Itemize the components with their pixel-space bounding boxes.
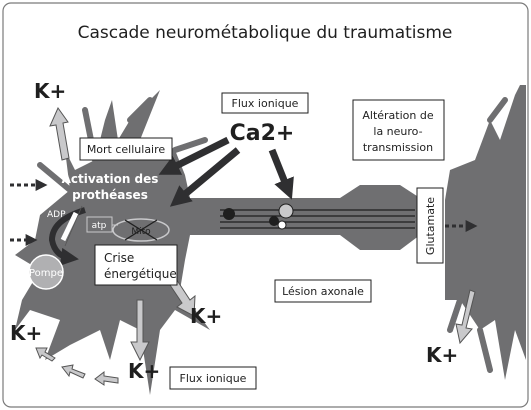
arrow-k-out-right: [455, 289, 476, 345]
lesion-axonale-label: Lésion axonale: [282, 285, 364, 298]
pump-circle: [28, 254, 64, 290]
k-plus-mid: K+: [190, 304, 222, 328]
lesion-axonale-box: [274, 279, 372, 303]
arrow-k-out-bottom: [130, 299, 150, 362]
adp-arrow-outline: [64, 205, 83, 247]
crise-energetique-box: [94, 244, 178, 286]
mort-cellulaire-label: Mort cellulaire: [87, 143, 166, 156]
axon-fibers: [220, 209, 415, 229]
k-plus-right: K+: [426, 343, 458, 367]
alteration-line-3: transmission: [363, 141, 433, 154]
ca2-label: Ca2+: [230, 121, 295, 146]
flux-ionique-top-box: [221, 92, 309, 114]
k-plus-top-left: K+: [34, 79, 66, 103]
vesicle-dark: [223, 208, 235, 220]
mort-cellulaire-box: [79, 137, 173, 161]
k-plus-bottom: K+: [128, 359, 160, 383]
ca-arrow-to-mito: [169, 147, 241, 207]
ca-arrow-to-axon: [268, 148, 294, 200]
mito-cross-2: [124, 219, 158, 241]
activation-line-1: Activation des: [62, 172, 159, 186]
flux-ionique-bottom-box: [169, 366, 257, 390]
arrow-small-3: [35, 347, 56, 362]
left-neuron-body: [15, 90, 430, 395]
crise-line-1: Crise: [104, 251, 134, 265]
flux-ionique-top-label: Flux ionique: [232, 97, 299, 110]
right-dendrites: [447, 97, 508, 373]
vesicle-grey: [278, 203, 294, 219]
activation-line-2: prothéases: [72, 188, 148, 202]
mito-label: Mito: [131, 227, 151, 237]
k-plus-bottom-left: K+: [10, 321, 42, 345]
alteration-line-1: Altération de: [362, 109, 433, 122]
left-dendrites: [37, 97, 208, 193]
alteration-box: [352, 99, 445, 161]
ca-arrow-to-activation: [158, 136, 230, 175]
glutamate-label: Glutamate: [424, 197, 437, 255]
arrow-small-2: [61, 364, 86, 379]
pump-label: Pompe: [29, 268, 63, 279]
arrow-small-1: [94, 370, 119, 386]
vesicle-white: [277, 220, 287, 230]
crise-line-2: énergétique: [104, 267, 177, 281]
flux-ionique-bottom-label: Flux ionique: [180, 372, 247, 385]
adp-cycle-arrow-left: [48, 207, 86, 266]
arrow-k-out-top: [49, 106, 70, 161]
alteration-line-2: la neuro-: [373, 125, 422, 138]
right-neuron-body: [445, 85, 526, 380]
diagram-title: Cascade neurométabolique du traumatisme: [78, 23, 453, 43]
vesicle-small-dark: [269, 216, 279, 226]
glutamate-box: [416, 187, 444, 264]
adp-label: ADP: [47, 210, 66, 220]
adp-arrow-white: [60, 211, 79, 242]
atp-label: atp: [92, 221, 107, 231]
